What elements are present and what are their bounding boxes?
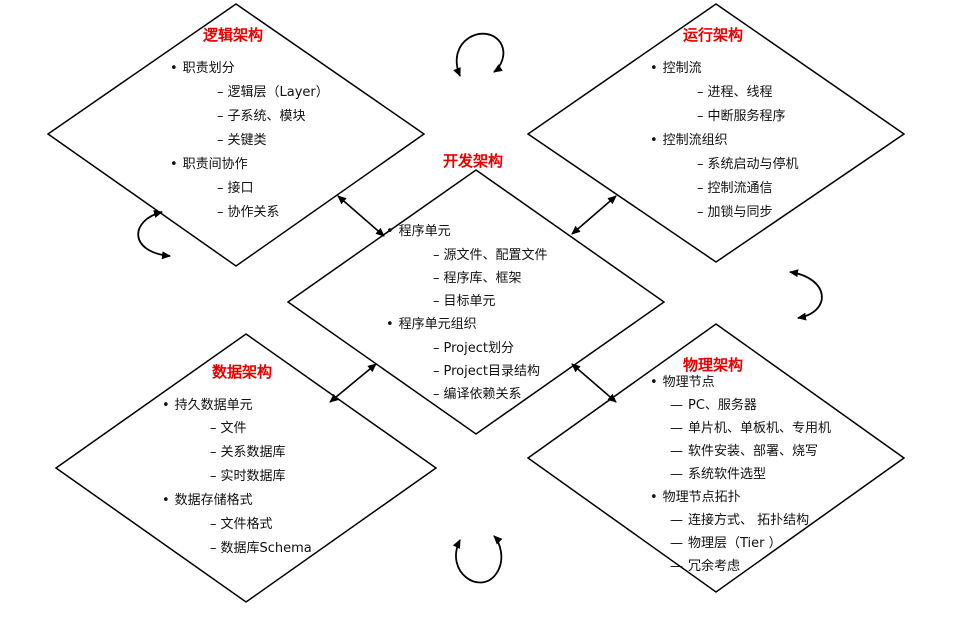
- data-item: 数据库Schema: [210, 541, 312, 557]
- logical-item: 职责划分: [170, 61, 235, 77]
- development-item: 程序库、框架: [433, 271, 522, 287]
- data-item: 数据存储格式: [162, 493, 253, 509]
- arrow-runtime-development: [571, 195, 617, 235]
- logical-item: 协作关系: [217, 205, 280, 221]
- development-item: 编译依赖关系: [433, 387, 522, 403]
- runtime-item: 控制流组织: [650, 133, 728, 149]
- runtime-item: 加锁与同步: [697, 205, 773, 221]
- physical-item: 物理节点: [650, 375, 715, 391]
- curved-arrow-top: [453, 32, 505, 77]
- physical-item: PC、服务器: [670, 398, 757, 414]
- logical-item: 逻辑层（Layer）: [217, 85, 329, 101]
- data-item: 文件: [210, 421, 247, 437]
- runtime-item: 进程、线程: [697, 85, 773, 101]
- development-item: 目标单元: [433, 294, 496, 310]
- curved-arrow-bottom: [452, 535, 503, 584]
- data-diamond: [54, 333, 438, 603]
- curved-arrow-right: [789, 269, 823, 321]
- physical-item: 物理层（Tier ）: [670, 536, 782, 552]
- arrow-data-development: [329, 363, 377, 403]
- data-item: 关系数据库: [210, 445, 286, 461]
- arrow-physical-development: [571, 363, 617, 403]
- physical-diamond: [526, 323, 906, 593]
- development-item: 程序单元: [386, 224, 451, 240]
- physical-item: 冗余考虑: [670, 559, 740, 575]
- runtime-item: 控制流: [650, 61, 702, 77]
- logical-item: 子系统、模块: [217, 109, 306, 125]
- arrow-logical-development: [337, 195, 385, 237]
- development-title: 开发架构: [443, 152, 504, 170]
- runtime-item: 系统启动与停机: [697, 157, 799, 173]
- runtime-item: 控制流通信: [697, 181, 773, 197]
- physical-item: 物理节点拓扑: [650, 490, 741, 506]
- data-item: 实时数据库: [210, 469, 286, 485]
- curved-arrow-left: [137, 210, 171, 260]
- physical-item: 连接方式、 拓扑结构: [670, 513, 809, 529]
- logical-title: 逻辑架构: [203, 26, 264, 44]
- development-item: 程序单元组织: [386, 317, 477, 333]
- logical-item: 关键类: [217, 133, 267, 149]
- development-item: 源文件、配置文件: [433, 248, 548, 264]
- logical-item: 职责间协作: [170, 157, 248, 173]
- logical-diamond: [46, 3, 426, 267]
- physical-item: 软件安装、部署、烧写: [670, 444, 818, 460]
- development-item: Project目录结构: [433, 364, 540, 380]
- logical-item: 接口: [217, 181, 254, 197]
- runtime-title: 运行架构: [683, 26, 744, 44]
- data-title: 数据架构: [212, 363, 273, 381]
- runtime-diamond: [526, 3, 906, 263]
- physical-item: 单片机、单板机、专用机: [670, 421, 831, 437]
- physical-item: 系统软件选型: [670, 467, 766, 483]
- runtime-item: 中断服务程序: [697, 109, 786, 125]
- data-item: 持久数据单元: [162, 398, 253, 414]
- development-item: Project划分: [433, 341, 514, 357]
- physical-title: 物理架构: [683, 356, 744, 374]
- data-item: 文件格式: [210, 517, 273, 533]
- development-diamond: [286, 169, 666, 435]
